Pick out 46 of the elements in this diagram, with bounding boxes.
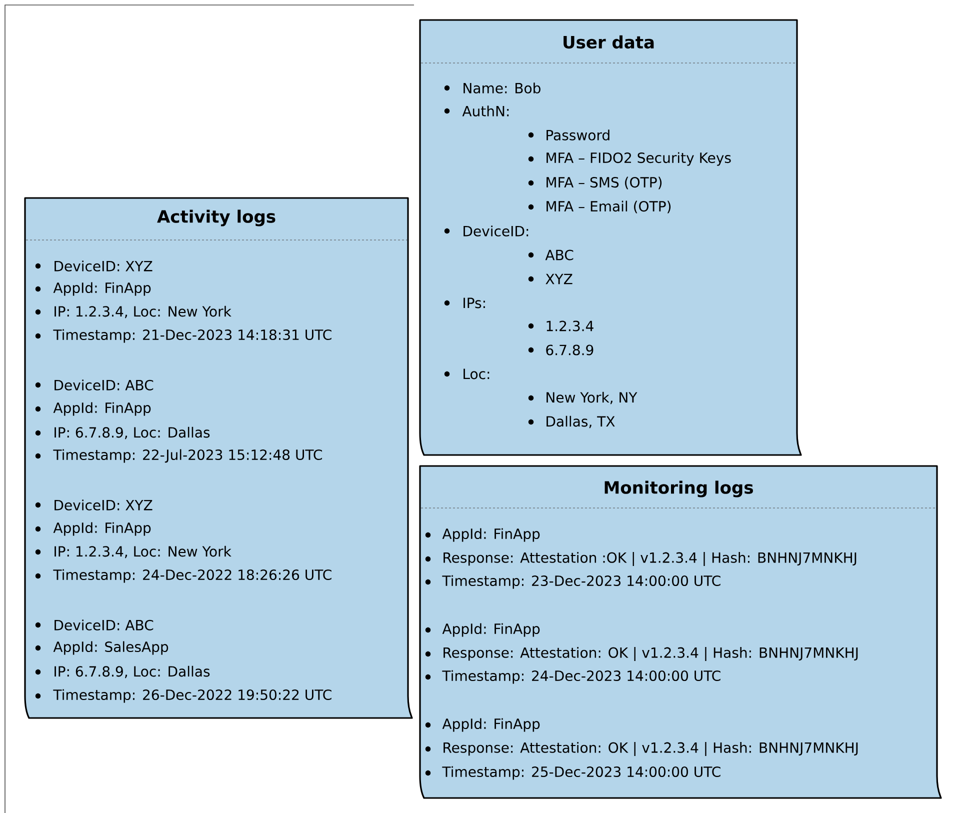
- list-item: Response: Attestation: OK | v1.2.3.4 | Hash: BNHNJ7MNKHJ: [444, 647, 858, 661]
- list-item: Timestamp: 26-Dec-2022 19:50:22 UTC: [53, 689, 332, 703]
- card-heading: User data: [564, 35, 654, 49]
- list-item: MFA – FIDO2 Security Keys: [546, 152, 731, 166]
- list-item: Name: Bob: [464, 82, 540, 94]
- list-item: Dallas, TX: [546, 416, 615, 428]
- list-item: 6.7.8.9: [546, 344, 594, 356]
- list-item: XYZ: [546, 274, 572, 284]
- list-item: AppId: FinApp: [442, 718, 540, 732]
- card-heading: Activity logs: [157, 210, 276, 226]
- list-item: ABC: [545, 250, 574, 260]
- card-heading: Monitoring logs: [604, 480, 753, 498]
- list-item: MFA – Email (OTP): [546, 200, 671, 214]
- list-item: IP: 6.7.8.9, Loc: Dallas: [54, 666, 210, 678]
- list-item: AppId: FinApp: [53, 402, 151, 416]
- list-item: 1.2.3.4: [546, 320, 594, 332]
- list-item: DeviceID: XYZ: [54, 260, 152, 272]
- list-item: AppId: FinApp: [53, 282, 151, 296]
- list-item: IP: 6.7.8.9, Loc: Dallas: [54, 426, 210, 440]
- list-item: DeviceID:: [464, 226, 528, 236]
- list-item: Timestamp: 22-Jul-2023 15:12:48 UTC: [53, 449, 322, 463]
- note-card: [419, 19, 802, 456]
- list-item: Response: Attestation: OK | v1.2.3.4 | Hash: BNHNJ7MNKHJ: [444, 742, 858, 756]
- list-item: Response: Attestation :OK | v1.2.3.4 | Hash: BNHNJ7MNKHJ: [444, 552, 856, 566]
- list-item: AppId: FinApp: [442, 528, 540, 542]
- list-item: DeviceID: ABC: [54, 620, 154, 630]
- note-card: [24, 197, 413, 719]
- list-item: Password: [546, 130, 610, 140]
- list-item: MFA – SMS (OTP): [546, 176, 662, 190]
- list-item: IP: 1.2.3.4, Loc: New York: [54, 546, 232, 558]
- list-item: IPs:: [464, 298, 485, 308]
- list-item: Timestamp: 23-Dec-2023 14:00:00 UTC: [442, 575, 720, 589]
- list-item: Timestamp: 24-Dec-2023 14:00:00 UTC: [442, 670, 720, 684]
- list-item: AppId: FinApp: [442, 623, 540, 637]
- list-item: New York, NY: [546, 392, 638, 404]
- list-item: Loc:: [464, 368, 490, 380]
- list-item: Timestamp: 25-Dec-2023 14:00:00 UTC: [442, 766, 720, 780]
- list-item: DeviceID: ABC: [54, 380, 154, 390]
- list-item: AuthN:: [462, 106, 509, 116]
- list-item: Timestamp: 21-Dec-2023 14:18:31 UTC: [53, 329, 332, 343]
- note-card: [419, 465, 942, 799]
- list-item: Timestamp: 24-Dec-2022 18:26:26 UTC: [53, 569, 332, 583]
- list-item: DeviceID: XYZ: [54, 500, 152, 510]
- list-item: AppId: SalesApp: [53, 641, 168, 655]
- list-item: AppId: FinApp: [53, 522, 151, 536]
- list-item: IP: 1.2.3.4, Loc: New York: [54, 306, 232, 318]
